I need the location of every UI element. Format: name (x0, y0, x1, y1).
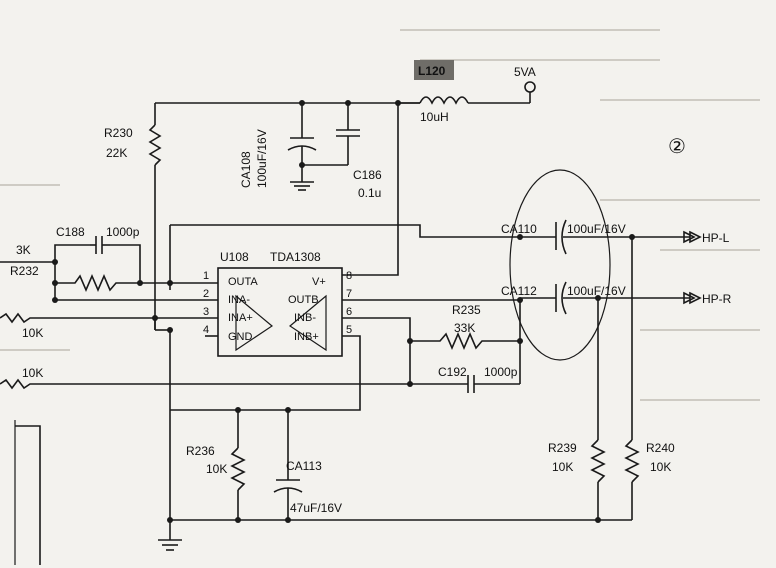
u108-ref: U108 (220, 250, 249, 264)
pin-name-vplus: V+ (312, 276, 326, 288)
feedback-loop-top (170, 224, 520, 238)
left-frame-bracket (15, 425, 41, 565)
pin-num-4: 4 (203, 324, 209, 336)
l120-inductor (398, 96, 530, 105)
l120-ref-highlight (414, 60, 454, 80)
hp-l-arrow-b (683, 230, 696, 244)
r235-resistor (410, 331, 520, 351)
r240-resistor (624, 439, 640, 483)
ground-symbol-main (158, 539, 182, 551)
ca112-ref: CA112 (501, 284, 537, 298)
r239-ref: R239 (548, 441, 577, 455)
opamp-a-symbol (235, 294, 274, 352)
u108-part: TDA1308 (270, 250, 321, 264)
hp-r-arrow-b (683, 291, 696, 305)
supply-label: 5VA (514, 65, 536, 79)
r230-resistor (148, 124, 162, 166)
ground-symbol-ca108 (290, 181, 314, 191)
r240-ref: R240 (646, 441, 675, 455)
ca110-ref: CA110 (501, 222, 537, 236)
r236-resistor (230, 447, 246, 491)
c188-value: 1000p (106, 225, 140, 239)
pin-name-outb: OUTB (288, 294, 319, 306)
pin-num-8: 8 (346, 270, 352, 282)
scan-bleed-through (0, 29, 760, 401)
supply-terminal (524, 81, 536, 93)
pin-name-inb-minus: INB- (294, 312, 316, 324)
r230-ref: R230 (104, 126, 133, 140)
r239-value: 10K (552, 460, 573, 474)
edge-label-3k: 3K (16, 243, 31, 257)
bias-bus (155, 317, 218, 520)
r235-value: 33K (454, 321, 475, 335)
c188-ref: C188 (56, 225, 85, 239)
r239-resistor (590, 439, 606, 483)
ca108-ref: CA108 (239, 151, 253, 188)
pin-name-ina-plus: INA+ (228, 312, 253, 324)
pin5-loop (170, 335, 361, 411)
hp-r-arrow (689, 291, 702, 305)
pin-name-inb-plus: INB+ (294, 331, 319, 343)
r230-value: 22K (106, 146, 127, 160)
r235-ref: R235 (452, 303, 481, 317)
hp-r-label: HP-R (702, 292, 732, 306)
c186-value: 0.1u (358, 186, 381, 200)
c192-value: 1000p (484, 365, 518, 379)
pin-num-5: 5 (346, 324, 352, 336)
pin-num-7: 7 (346, 288, 352, 300)
r236-ref: R236 (186, 444, 215, 458)
junction-dots (52, 100, 635, 523)
ca112-plate-curved (561, 281, 567, 315)
pin-num-6: 6 (346, 306, 352, 318)
l120-ref: L120 (418, 64, 446, 78)
input-resistor-a (0, 312, 155, 324)
pin-num-3: 3 (203, 306, 209, 318)
r-feedback-a (55, 273, 140, 293)
output-caps-highlight (509, 169, 611, 361)
pin-name-outa: OUTA (228, 276, 258, 288)
edge-label-10k-a: 10K (22, 326, 43, 340)
pin-name-gnd: GND (228, 331, 253, 343)
ca112-value: 100uF/16V (567, 284, 626, 298)
vplus-wire (342, 103, 399, 276)
hp-l-label: HP-L (702, 231, 730, 245)
pin-num-1: 1 (203, 270, 209, 282)
ca113-ref: CA113 (286, 459, 322, 473)
edge-label-r232: R232 (10, 264, 39, 278)
r240-value: 10K (650, 460, 671, 474)
r236-value: 10K (206, 462, 227, 476)
ca110-value: 100uF/16V (567, 222, 626, 236)
edge-label-10k-b: 10K (22, 366, 43, 380)
ca110-plate-curved (561, 219, 567, 255)
ca113-value: 47uF/16V (290, 501, 342, 515)
input-resistor-b (0, 378, 410, 390)
c188-network-frame (54, 244, 141, 260)
u108-body (217, 267, 343, 357)
c186-ref: C186 (353, 168, 382, 182)
pin-num-2: 2 (203, 288, 209, 300)
l120-value: 10uH (420, 110, 449, 124)
pin-name-ina-minus: INA- (228, 294, 250, 306)
c192-ref: C192 (438, 365, 467, 379)
pin6-wire (342, 317, 411, 384)
hp-l-arrow (689, 230, 702, 244)
ca108-value: 100uF/16V (255, 129, 269, 188)
opamp-b-symbol (288, 294, 327, 352)
page-marker: ② (668, 134, 686, 158)
